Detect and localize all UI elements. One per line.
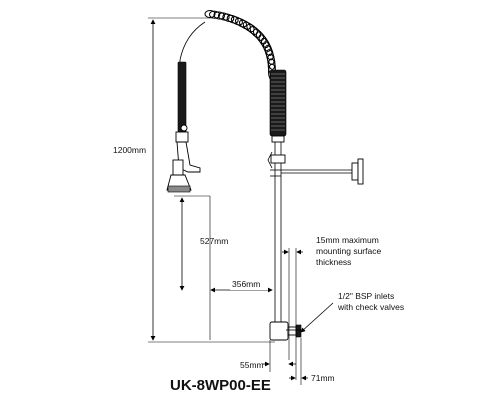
- spray-hose: [177, 59, 187, 136]
- base-inlet-assembly: [269, 321, 302, 341]
- coil-loop: [222, 13, 235, 23]
- inlet-note: 1/2" BSP inlets with check valves: [300, 291, 404, 333]
- overall-height-label: 1200mm: [113, 145, 146, 155]
- coil-loop: [217, 12, 230, 21]
- inlet-offset-label: 55mm: [240, 360, 264, 370]
- spray-height-label: 527mm: [200, 236, 228, 246]
- inlet-depth-dimension: 71mm: [289, 338, 335, 385]
- coil-loop: [230, 16, 243, 26]
- reach-label: 356mm: [232, 279, 260, 289]
- overall-height-dimension: 1200mm: [113, 17, 275, 343]
- coil-loop: [213, 11, 225, 20]
- coil-loop: [209, 10, 221, 19]
- coil-loop: [267, 53, 276, 70]
- inlet-note-line2: with check valves: [337, 302, 404, 312]
- mounting-surface-dimension: 15mm maximum mounting surface thickness: [282, 235, 381, 380]
- spray-valve: [166, 124, 201, 193]
- spring-sleeve: [269, 69, 287, 143]
- mounting-note-line3: thickness: [316, 257, 351, 267]
- coil-loop: [235, 17, 247, 28]
- wall-bracket: [267, 151, 364, 185]
- mounting-note-line2: mounting surface: [316, 246, 381, 256]
- inlet-offset-dimension: 55mm: [240, 340, 296, 372]
- spray-height-dimension: 527mm: [174, 195, 228, 291]
- inlet-depth-label: 71mm: [311, 373, 335, 383]
- coil-loop: [264, 45, 274, 61]
- coil-loop: [204, 10, 216, 18]
- coil-spring: [179, 10, 276, 81]
- reach-dimension: 356mm: [209, 196, 273, 340]
- mounting-note-line1: 15mm maximum: [316, 235, 379, 245]
- inlet-note-line1: 1/2" BSP inlets: [338, 291, 394, 301]
- riser-pipe: [270, 142, 286, 322]
- model-title: UK-8WP00-EE: [170, 377, 271, 394]
- coil-loop: [266, 49, 275, 66]
- coil-loop: [226, 14, 239, 24]
